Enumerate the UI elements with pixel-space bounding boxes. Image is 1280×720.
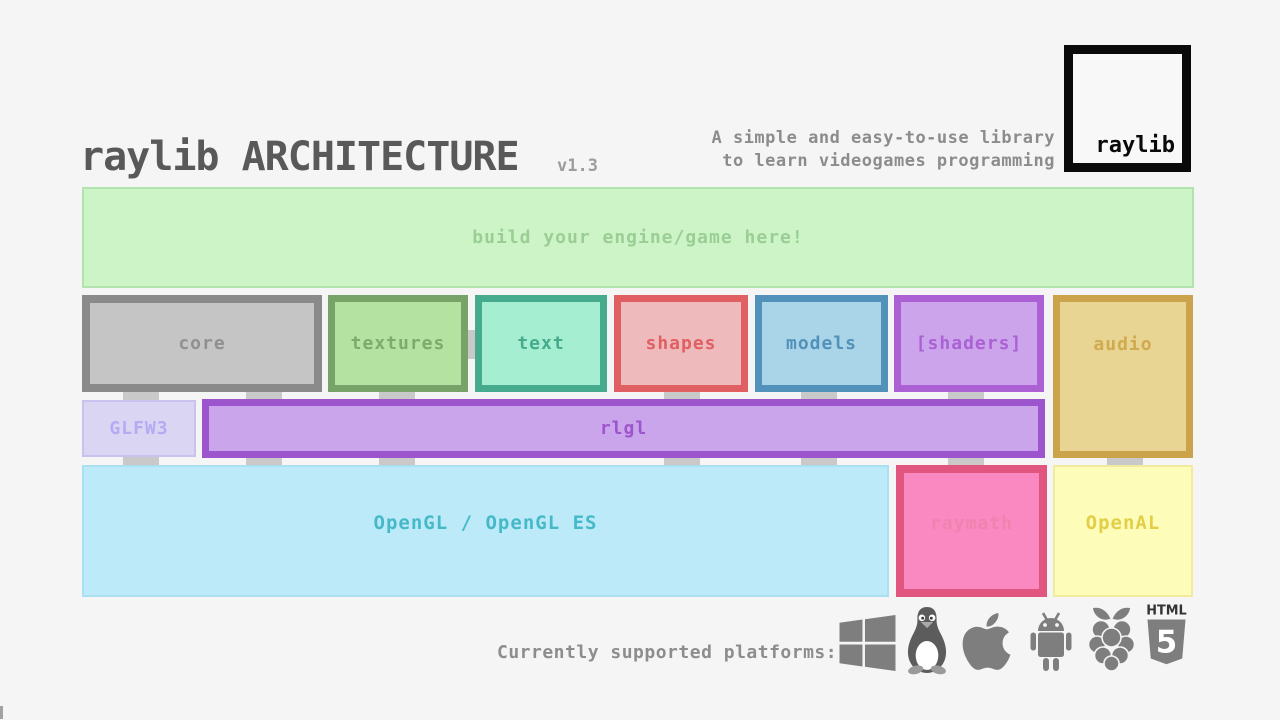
box-raymath-label: raymath bbox=[930, 512, 1013, 534]
connector-shapes-rlgl bbox=[664, 390, 700, 401]
raylib-logo-text: raylib bbox=[1095, 133, 1175, 158]
windows-icon bbox=[838, 611, 897, 679]
tagline-line-1: A simple and easy-to-use library bbox=[711, 128, 1055, 148]
box-openal: OpenAL bbox=[1053, 465, 1193, 597]
box-opengl-label: OpenGL / OpenGL ES bbox=[373, 512, 598, 534]
connector-textures-rlgl bbox=[379, 390, 415, 401]
connector-rlgl-opengl-1 bbox=[246, 455, 282, 466]
html5-icon: HTML 5 bbox=[1143, 602, 1190, 679]
apple-icon bbox=[962, 609, 1011, 678]
page-title: raylib ARCHITECTURE bbox=[80, 134, 520, 180]
box-glfw3-label: GLFW3 bbox=[109, 418, 169, 439]
connector-rlgl-opengl-4 bbox=[801, 455, 837, 466]
tagline-line-2: to learn videogames programming bbox=[722, 151, 1055, 171]
box-module-models: models bbox=[755, 295, 888, 392]
raylib-logo: raylib bbox=[1064, 45, 1191, 172]
box-module-audio-label: audio bbox=[1093, 334, 1153, 355]
box-module-shaders: [shaders] bbox=[894, 295, 1044, 392]
version-label: v1.3 bbox=[557, 156, 598, 176]
box-module-shaders-label: [shaders] bbox=[915, 333, 1023, 354]
android-icon bbox=[1025, 611, 1077, 677]
box-module-textures-label: textures bbox=[350, 333, 446, 354]
box-module-textures: textures bbox=[328, 295, 468, 392]
connector-models-rlgl bbox=[801, 390, 837, 401]
connector-shaders-rlgl bbox=[948, 390, 984, 401]
supported-platforms-label: Currently supported platforms: bbox=[497, 642, 838, 663]
connector-rlgl-opengl-3 bbox=[664, 455, 700, 466]
box-opengl: OpenGL / OpenGL ES bbox=[82, 465, 889, 597]
connector-glfw3-opengl bbox=[123, 455, 159, 466]
box-module-core-label: core bbox=[178, 333, 226, 354]
connector-core-rlgl bbox=[246, 390, 282, 401]
box-rlgl: rlgl bbox=[202, 399, 1045, 458]
connector-rlgl-opengl-2 bbox=[379, 455, 415, 466]
box-engine-game: build your engine/game here! bbox=[82, 187, 1194, 288]
html5-icon-number: 5 bbox=[1156, 624, 1177, 660]
raspberry-pi-icon bbox=[1087, 603, 1136, 678]
html5-icon-top-text: HTML bbox=[1146, 603, 1186, 618]
connector-core-glfw3 bbox=[123, 390, 159, 401]
tagline: A simple and easy-to-use library to lear… bbox=[711, 127, 1055, 173]
linux-icon bbox=[905, 606, 949, 679]
box-rlgl-label: rlgl bbox=[599, 418, 648, 439]
box-raymath: raymath bbox=[896, 465, 1047, 597]
box-module-core: core bbox=[82, 295, 322, 392]
connector-audio-openal bbox=[1107, 455, 1143, 466]
box-glfw3: GLFW3 bbox=[82, 400, 196, 457]
box-openal-label: OpenAL bbox=[1085, 512, 1161, 534]
corner-tick bbox=[0, 706, 3, 719]
box-module-audio: audio bbox=[1053, 295, 1193, 458]
box-module-text: text bbox=[475, 295, 607, 392]
box-module-models-label: models bbox=[785, 333, 858, 354]
box-module-shapes: shapes bbox=[614, 295, 748, 392]
box-engine-game-label: build your engine/game here! bbox=[472, 227, 804, 248]
connector-rlgl-opengl-5 bbox=[948, 455, 984, 466]
box-module-shapes-label: shapes bbox=[645, 333, 717, 354]
box-module-text-label: text bbox=[517, 333, 565, 354]
